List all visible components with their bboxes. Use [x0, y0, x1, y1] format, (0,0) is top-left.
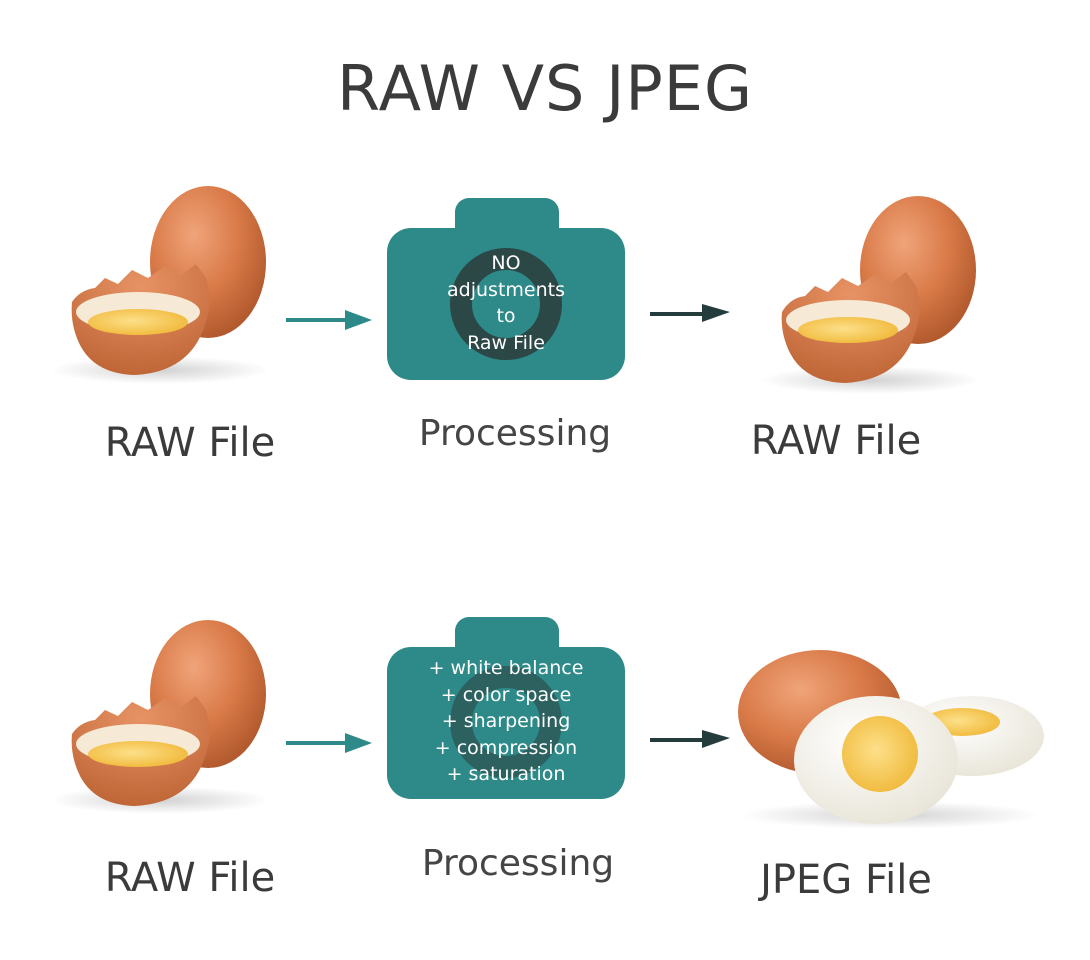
page-title: RAW VS JPEG: [337, 52, 753, 125]
processing-label: Processing: [421, 843, 615, 884]
camera-description: NO adjustments to Raw File: [387, 250, 625, 356]
camera-icon: [387, 617, 625, 799]
processing-label: Processing: [418, 413, 612, 454]
camera-text-line: + sharpening: [441, 710, 571, 732]
camera-text-line: Raw File: [467, 331, 545, 354]
camera-text-line: + color space: [440, 683, 572, 706]
output-file-label: JPEG File: [760, 857, 932, 903]
input-file-label: RAW File: [104, 420, 276, 466]
camera-description: + white balance + color space + sharpeni…: [387, 655, 625, 788]
camera-text-line: NO: [491, 252, 521, 274]
raw-egg-illustration: [760, 196, 980, 394]
camera-text-line: to: [496, 305, 516, 327]
arrow-right-icon: [286, 310, 372, 330]
arrow-right-icon: [650, 730, 730, 748]
output-file-label: RAW File: [750, 418, 922, 464]
raw-egg-illustration: [50, 620, 270, 814]
camera-text-line: + compression: [434, 736, 578, 759]
boiled-egg-illustration: [738, 650, 1044, 829]
input-file-label: RAW File: [104, 855, 276, 901]
raw-egg-illustration: [50, 186, 270, 384]
camera-icon: [387, 198, 625, 380]
arrow-right-icon: [286, 733, 372, 753]
camera-text-line: + white balance: [428, 657, 584, 679]
camera-text-line: + saturation: [446, 763, 566, 785]
camera-text-line: adjustments: [447, 278, 565, 301]
arrow-right-icon: [650, 304, 730, 322]
